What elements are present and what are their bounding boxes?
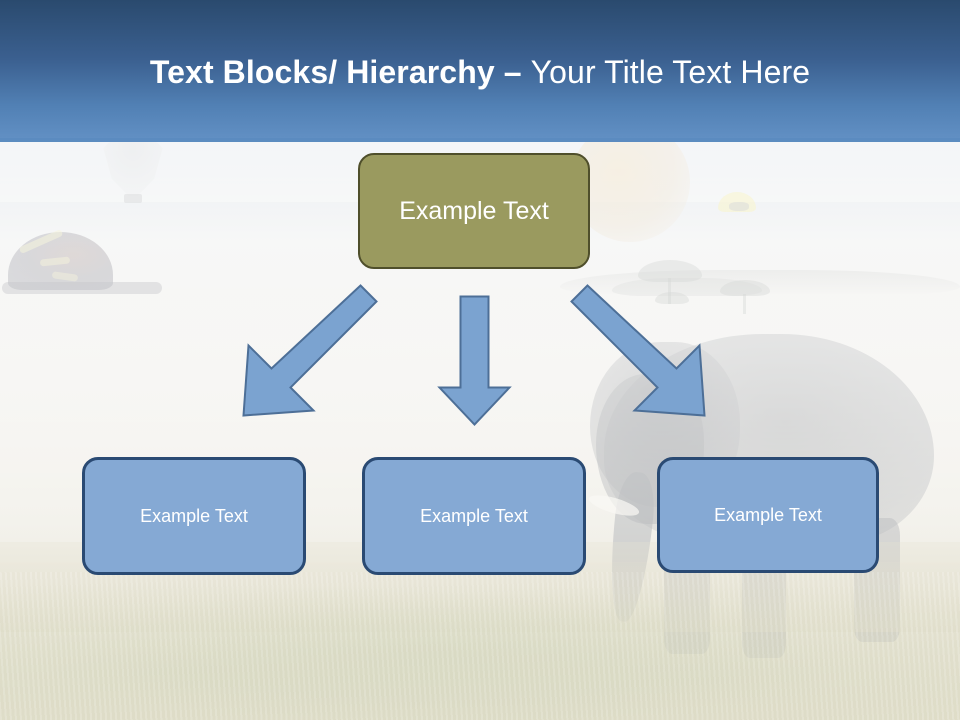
page-title: Text Blocks/ Hierarchy – Your Title Text… [0,52,960,92]
page-title-bold: Text Blocks/ Hierarchy [149,54,495,90]
page-title-light: Your Title Text Here [530,54,811,90]
page-title-separator: – [494,54,531,90]
hierarchy-root-label: Example Text [399,196,549,225]
balloon-basket [124,194,142,203]
hierarchy-child-box-3[interactable]: Example Text [657,457,879,573]
hierarchy-child-label-3: Example Text [714,504,822,525]
balloon-ground-gear [2,282,162,294]
title-banner [0,0,960,142]
hierarchy-child-label-2: Example Text [420,505,528,526]
grass-texture [0,572,960,720]
title-banner-rule [0,138,960,142]
acacia-tree [655,292,689,304]
yellow-tent-shadow [729,202,749,211]
hierarchy-child-label-1: Example Text [140,505,248,526]
hierarchy-root-box[interactable]: Example Text [358,153,590,269]
hierarchy-child-box-1[interactable]: Example Text [82,457,306,575]
hierarchy-child-box-2[interactable]: Example Text [362,457,586,575]
acacia-trunk [743,294,746,314]
